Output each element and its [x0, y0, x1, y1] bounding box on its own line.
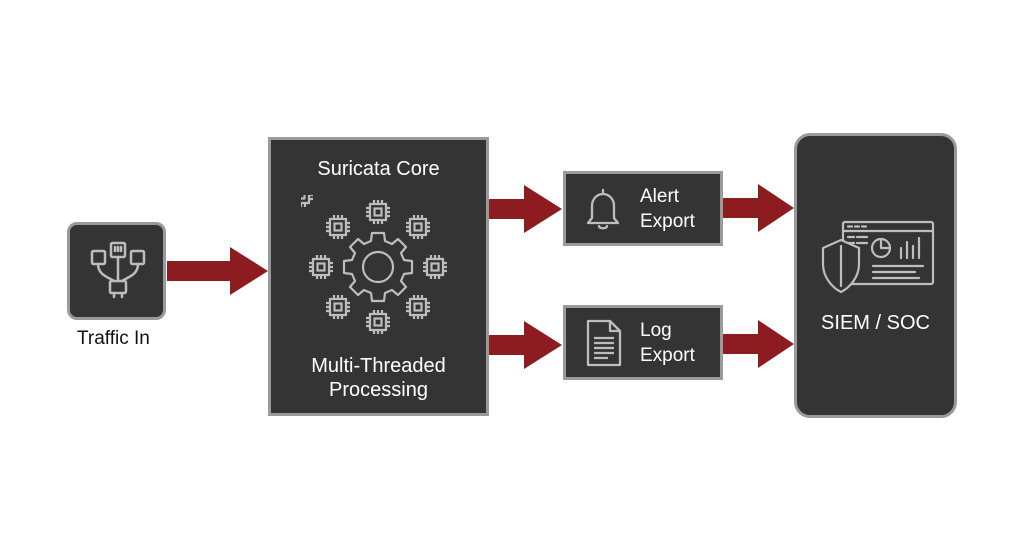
traffic-in-label: Traffic In	[77, 328, 150, 349]
log-export-label: Log Export	[640, 318, 695, 368]
gear-with-cpus-icon	[301, 195, 449, 336]
siem-soc-node: SIEM / SOC	[794, 133, 957, 418]
suricata-core-title: Suricata Core	[317, 158, 440, 180]
arrow-alert-to-siem	[723, 184, 794, 232]
log-export-node: Log Export	[563, 305, 723, 380]
suricata-core-subtitle: Multi-Threaded Processing	[271, 354, 486, 402]
network-cables-icon	[90, 241, 146, 299]
arrow-log-to-siem	[723, 320, 794, 368]
subtitle-line-2: Processing	[329, 379, 428, 401]
alert-export-node: Alert Export	[563, 171, 723, 246]
subtitle-line-1: Multi-Threaded	[311, 355, 446, 377]
shield-dashboard-icon	[821, 220, 935, 294]
log-export-line-1: Log	[640, 320, 672, 341]
alert-export-line-1: Alert	[640, 186, 680, 207]
traffic-in-node	[67, 222, 166, 320]
bell-icon	[586, 188, 620, 230]
arrow-core-to-log	[489, 321, 562, 369]
document-icon	[586, 319, 622, 367]
cpu-chips	[307, 198, 449, 336]
suricata-core-node: Suricata Core Multi-Thre	[268, 137, 489, 416]
gear-icon	[342, 231, 414, 303]
siem-soc-label: SIEM / SOC	[821, 312, 930, 334]
alert-export-label: Alert Export	[640, 184, 695, 234]
log-export-line-2: Export	[640, 345, 695, 366]
alert-export-line-2: Export	[640, 211, 695, 232]
arrow-core-to-alert	[489, 185, 562, 233]
arrow-traffic-to-core	[167, 247, 268, 295]
